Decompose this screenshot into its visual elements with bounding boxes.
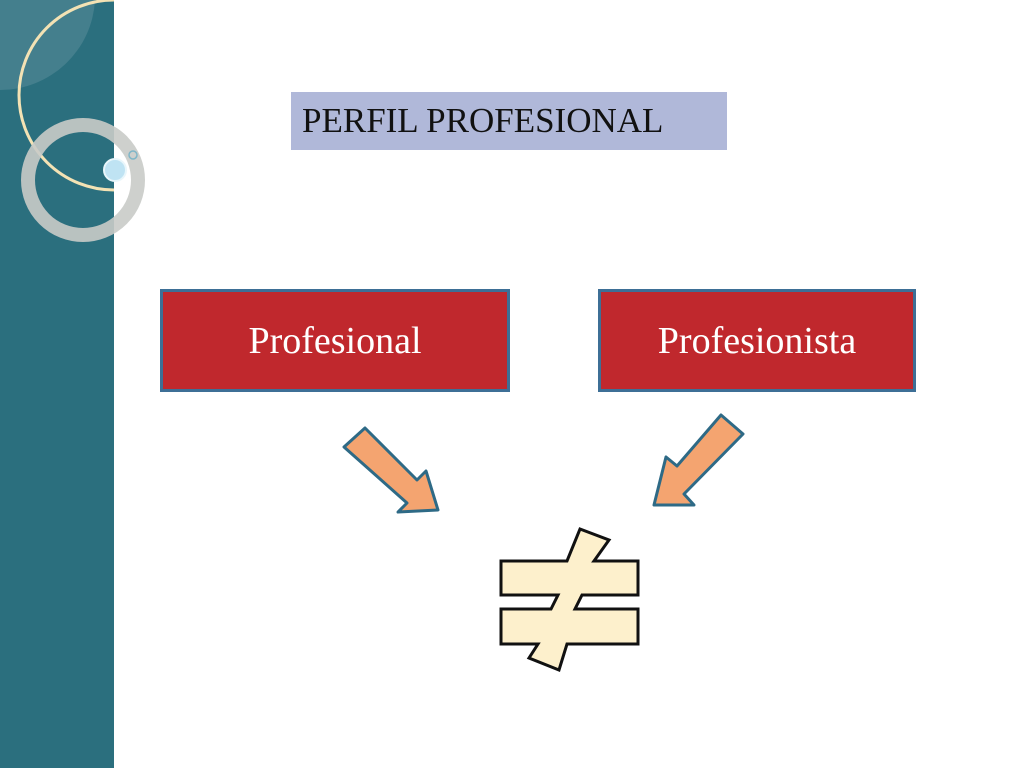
concept-label: Profesional [248, 319, 422, 362]
arrow-down-left-icon [652, 413, 745, 507]
diagram-title: PERFIL PROFESIONAL [302, 101, 664, 140]
bubble-small [128, 150, 138, 160]
grey-ring [21, 118, 145, 242]
title-box: PERFIL PROFESIONAL [291, 92, 727, 150]
concept-box-profesional: Profesional [160, 289, 510, 392]
decorative-rings [0, 0, 145, 242]
bubble-large [103, 158, 127, 182]
concept-box-profesionista: Profesionista [598, 289, 916, 392]
concept-label: Profesionista [657, 319, 857, 362]
not-equal-icon [499, 527, 640, 672]
gold-arc [17, 0, 115, 192]
arrow-down-right-icon [342, 426, 440, 514]
